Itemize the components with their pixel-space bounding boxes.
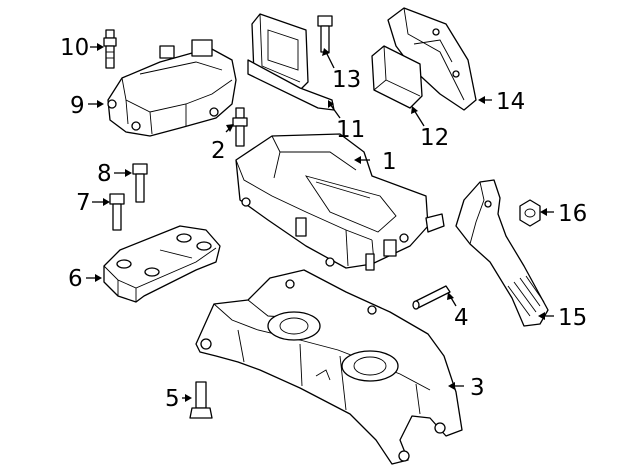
part-15-accelerator-pedal (455, 179, 549, 327)
callout-13: 13 (332, 67, 361, 93)
part-13-bolt (317, 15, 333, 53)
callout-16: 16 (558, 201, 587, 227)
callout-14: 14 (496, 89, 525, 115)
callout-labels: 10 9 2 8 7 6 5 1 11 13 12 14 16 15 4 3 (60, 35, 587, 412)
part-3-subframe (195, 269, 463, 465)
callout-12: 12 (420, 125, 449, 151)
leader-lines (86, 43, 554, 402)
part-7-bolt (109, 193, 125, 231)
callout-3: 3 (470, 375, 485, 401)
callout-4: 4 (454, 305, 469, 331)
part-4-pin (412, 285, 451, 310)
callout-8: 8 (97, 161, 112, 187)
part-2-bolt (232, 107, 248, 147)
callout-9: 9 (70, 93, 85, 119)
part-5-bolt (189, 381, 213, 419)
callout-7: 7 (76, 190, 91, 216)
part-14-bracket (387, 7, 477, 111)
part-16-nut (519, 199, 541, 227)
callout-15: 15 (558, 305, 587, 331)
part-9-inverter-module (107, 39, 237, 137)
part-8-bolt (132, 163, 148, 203)
part-6-mounting-plate (103, 225, 221, 303)
part-10-bolt (103, 29, 117, 69)
callout-10: 10 (60, 35, 89, 61)
callout-2: 2 (211, 138, 226, 164)
callout-6: 6 (68, 266, 83, 292)
part-11-control-module (247, 13, 335, 111)
part-1-electronics-housing (235, 133, 445, 271)
callout-11: 11 (336, 117, 365, 143)
callout-1: 1 (382, 149, 397, 175)
part-12-module (371, 45, 423, 109)
callout-5: 5 (165, 386, 180, 412)
